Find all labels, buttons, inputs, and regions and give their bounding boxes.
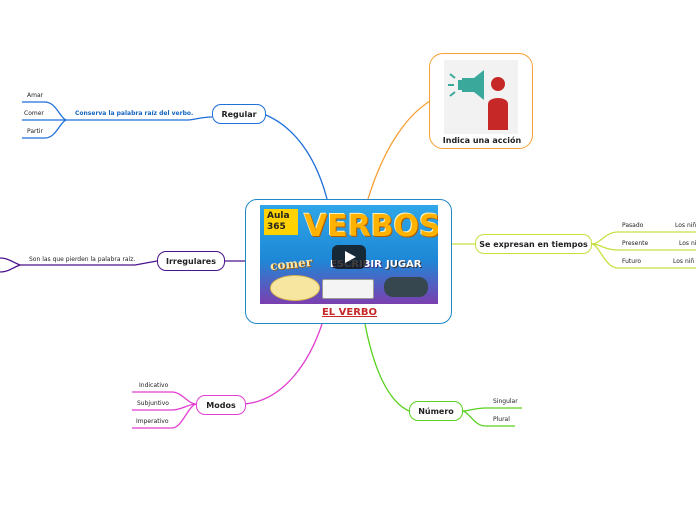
link-accion xyxy=(367,100,431,200)
aula365-logo: Aula 365 xyxy=(264,209,298,235)
modo-indicativo[interactable]: Indicativo xyxy=(139,382,169,389)
tiempo-pasado-example[interactable]: Los niñ xyxy=(675,222,696,229)
node-tiempos-label: Se expresan en tiempos xyxy=(479,239,588,249)
node-modos[interactable]: Modos xyxy=(196,395,246,415)
thumbnail-jugar: JUGAR xyxy=(386,259,422,270)
regular-description[interactable]: Conserva la palabra raíz del verbo. xyxy=(75,110,194,117)
numero-plural[interactable]: Plural xyxy=(493,416,510,423)
modo-subjuntivo[interactable]: Subjuntivo xyxy=(137,400,169,407)
central-title[interactable]: EL VERBO xyxy=(321,307,378,318)
tiempo-futuro-example[interactable]: Los niñ xyxy=(673,258,695,265)
node-accion-label: Indica una acción xyxy=(442,136,522,145)
node-accion[interactable]: Indica una acción xyxy=(429,53,533,149)
megaphone-person-image xyxy=(444,60,518,134)
megaphone-icon xyxy=(448,70,508,130)
example-comer[interactable]: Comer xyxy=(24,110,44,117)
play-button-icon[interactable] xyxy=(332,245,366,269)
modo-imperativo[interactable]: Imperativo xyxy=(136,418,169,425)
node-numero-label: Número xyxy=(418,406,454,416)
node-regular-label: Regular xyxy=(221,109,257,119)
link-modos xyxy=(244,323,323,405)
book-illustration xyxy=(322,279,374,299)
node-modos-label: Modos xyxy=(206,400,236,410)
numero-singular[interactable]: Singular xyxy=(493,398,518,405)
link-numero xyxy=(364,323,410,412)
irregulares-description[interactable]: Son las que pierden la palabra raíz. xyxy=(29,256,136,263)
central-topic[interactable]: Aula 365 VERBOS comer ESCRIBIR JUGAR EL … xyxy=(245,199,452,324)
video-thumbnail[interactable]: Aula 365 VERBOS comer ESCRIBIR JUGAR xyxy=(260,205,438,304)
node-irregulares-label: Irregulares xyxy=(166,256,216,266)
thumbnail-title: VERBOS xyxy=(304,209,438,244)
node-regular[interactable]: Regular xyxy=(212,104,266,124)
plate-illustration xyxy=(270,275,320,301)
tiempo-presente-example[interactable]: Los ni xyxy=(679,240,696,247)
tiempo-pasado[interactable]: Pasado xyxy=(622,222,644,229)
node-irregulares[interactable]: Irregulares xyxy=(157,251,225,271)
example-partir[interactable]: Partir xyxy=(27,128,43,135)
example-amar[interactable]: Amar xyxy=(27,92,44,99)
tiempo-presente[interactable]: Presente xyxy=(622,240,649,247)
node-numero[interactable]: Número xyxy=(409,401,463,421)
gamepad-illustration xyxy=(384,277,428,297)
link-regular xyxy=(265,114,328,200)
tiempo-futuro[interactable]: Futuro xyxy=(622,258,642,265)
node-tiempos[interactable]: Se expresan en tiempos xyxy=(475,234,592,254)
